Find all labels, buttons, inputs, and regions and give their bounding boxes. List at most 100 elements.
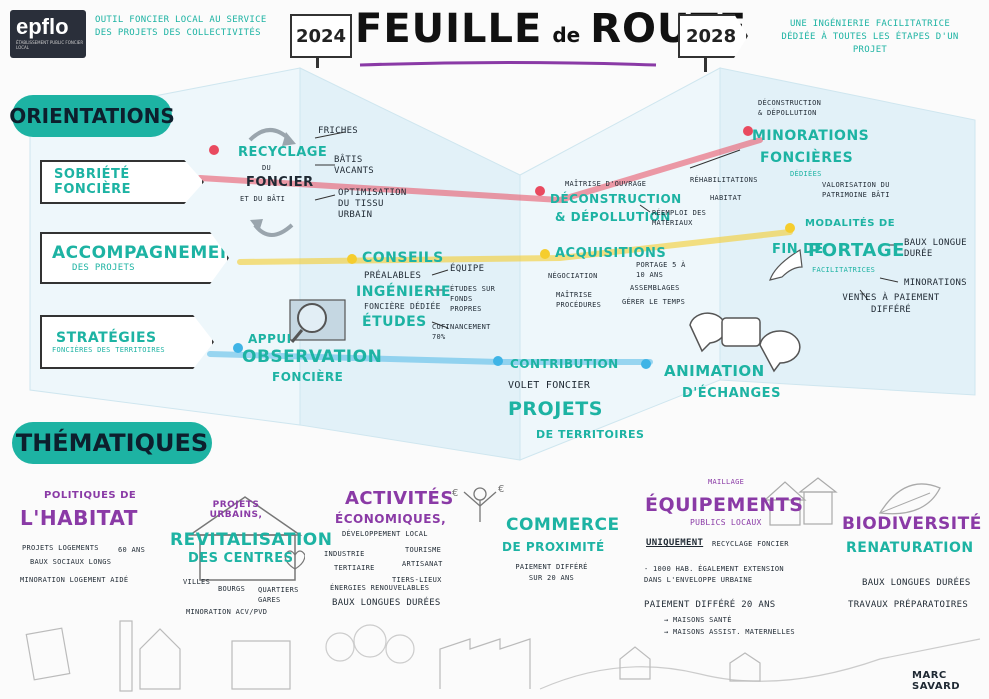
- contribution-title: Contribution: [510, 357, 619, 371]
- deconstruction-pre: Maîtrise d'ouvrage: [565, 180, 647, 188]
- deconstruction-title1: Déconstruction: [550, 192, 682, 206]
- biodiversite-title2: Renaturation: [846, 540, 974, 556]
- year-start: 2024: [295, 25, 347, 47]
- biodiversite-title1: Biodiversité: [842, 514, 982, 534]
- portage-title2: Portage: [808, 240, 905, 261]
- etudes-title: Études: [362, 314, 427, 330]
- bottom-landscape-sketch: [25, 620, 981, 692]
- commerce-title1: Commerce: [506, 515, 620, 535]
- logo-subtitle: Établissement public foncier local: [16, 40, 84, 50]
- conseils-title: Conseils: [362, 250, 444, 266]
- ingenierie-sub: foncière dédiée: [364, 302, 441, 311]
- acquisitions-item-assemblages: Assemblages: [630, 284, 680, 292]
- sign-sobriete-label: Sobriété foncière: [54, 167, 131, 197]
- observation-title1: Appui: [248, 332, 292, 346]
- ingenierie-title: Ingénierie: [356, 284, 452, 300]
- acquisitions-item-portage: Portage 5 à 10 ans: [636, 261, 686, 279]
- logo-text: epflo: [16, 14, 69, 39]
- equipements-uniquement: Uniquement: [646, 538, 704, 548]
- sign-accompagnement-sub: des projets: [72, 263, 135, 273]
- year-end-sign: 2028: [678, 14, 748, 58]
- svg-text:€: €: [452, 488, 458, 499]
- activites-item-artisanat: Artisanat: [402, 560, 443, 568]
- equipements-item-paiement: Paiement différé 20 ans: [644, 600, 776, 610]
- activites-title1: Activités: [345, 488, 454, 509]
- year-end: 2028: [686, 25, 737, 47]
- svg-text:€: €: [498, 484, 504, 495]
- recyclage-item-friches: Friches: [318, 126, 359, 136]
- activites-sub: développement local: [342, 530, 428, 538]
- tagline-left: Outil foncier local au service des proje…: [95, 15, 267, 38]
- deconstruction-note: Réemploi des matériaux: [652, 209, 707, 227]
- minorations-item-valorisation: Valorisation du patrimoine bâti: [822, 181, 890, 199]
- recyclage-title: Recyclage: [238, 145, 328, 160]
- person-icon: € €: [452, 484, 504, 522]
- observation-title3: foncière: [272, 370, 344, 384]
- conseils-item-cofinancement: Cofinancement 70%: [432, 323, 491, 341]
- title-feuille: Feuille: [355, 6, 543, 52]
- acquisitions-item-maitrise: Maîtrise procédures: [556, 291, 602, 309]
- conseils-item-etudes: Études sur fonds propres: [450, 285, 496, 313]
- house-icon: [187, 496, 305, 581]
- habitat-item-minoration: Minoration logement aidé: [20, 576, 129, 584]
- equipements-title: Équipements: [645, 494, 804, 516]
- recyclage-item-batis: Bâtis vacants: [334, 155, 375, 176]
- activites-item-baux: Baux longues durées: [332, 598, 441, 608]
- equipements-item-assmat: → Maisons assist. maternelles: [664, 628, 795, 636]
- habitat-item-60ans: 60 ans: [118, 546, 146, 554]
- title-de: de: [552, 23, 581, 47]
- animation-title1: Animation: [664, 362, 765, 380]
- recyclage-line3: foncier: [246, 175, 314, 190]
- biodiversite-item-travaux: Travaux préparatoires: [848, 600, 969, 610]
- portage-title1: Fin de: [772, 242, 824, 257]
- sign-strategies-label: Stratégies: [56, 330, 157, 346]
- activites-item-tourisme: Tourisme: [405, 546, 442, 554]
- equipements-item-sante: → Maisons santé: [664, 616, 732, 624]
- equipements-sub: publics locaux: [690, 518, 762, 527]
- commerce-title2: de proximité: [502, 540, 605, 554]
- activites-item-tiers-lieux: Tiers-lieux: [392, 576, 442, 584]
- equipements-recyclage: recyclage foncier: [712, 540, 789, 548]
- thematiques-label: Thématiques: [12, 422, 212, 464]
- contribution-line3: Projets: [508, 398, 603, 420]
- revitalisation-title1: Projets urbains,: [209, 500, 263, 520]
- portage-sub: facilitatrices: [812, 266, 876, 274]
- conseils-line2: préalables: [364, 271, 422, 281]
- revitalisation-item-minoration: Minoration ACV/PVD: [186, 608, 268, 616]
- logo-block: epflo Établissement public foncier local: [10, 10, 86, 58]
- recyclage-line2: du: [262, 164, 272, 172]
- sign-strategies: Stratégies foncières des territoires: [40, 315, 214, 369]
- revitalisation-item-quartiers: Quartiers gares: [258, 586, 299, 604]
- revitalisation-title2: Revitalisation: [170, 530, 333, 550]
- revitalisation-item-bourgs: Bourgs: [218, 585, 246, 593]
- year-start-sign: 2024: [290, 14, 352, 58]
- habitat-title1: Politiques de: [44, 490, 137, 501]
- contribution-line2: Volet foncier: [508, 380, 591, 391]
- year-end-post: [704, 56, 707, 72]
- portage-title0: Modalités de: [805, 218, 896, 229]
- conseils-item-equipe: Équipe: [450, 264, 485, 274]
- recyclage-item-optimisation: Optimisation du tissu urbain: [338, 188, 407, 220]
- sign-sobriete: Sobriété foncière: [40, 160, 204, 204]
- habitat-item-projets: Projets logements: [22, 544, 99, 552]
- acquisitions-item-negociation: Négociation: [548, 272, 598, 280]
- activites-title2: économiques,: [335, 512, 447, 526]
- habitat-item-baux: Baux sociaux longs: [30, 558, 112, 566]
- portage-item-minorations: Minorations: [904, 278, 967, 288]
- portage-item-baux: Baux longue durée: [904, 238, 967, 259]
- activites-item-energies: Énergies renouvelables: [330, 584, 430, 592]
- activites-item-industrie: Industrie: [324, 550, 365, 558]
- revitalisation-title3: des centres: [188, 551, 294, 566]
- building-icon: [763, 477, 838, 526]
- minorations-item-habitat: Habitat: [710, 194, 742, 202]
- sign-accompagnement-label: Accompagnement: [52, 243, 247, 263]
- minorations-title2: foncières: [760, 150, 854, 166]
- animation-title2: d'échanges: [682, 386, 781, 401]
- tagline-right: Une ingénierie facilitatrice dédiée à to…: [781, 19, 959, 55]
- acquisitions-title: Acquisitions: [555, 246, 667, 261]
- activites-item-tertiaire: Tertiaire: [334, 564, 375, 572]
- minorations-title1: Minorations: [752, 128, 870, 144]
- biodiversite-item-baux: Baux longues durées: [862, 578, 971, 588]
- signature: Marc Savard: [912, 670, 961, 692]
- year-start-post: [316, 56, 319, 68]
